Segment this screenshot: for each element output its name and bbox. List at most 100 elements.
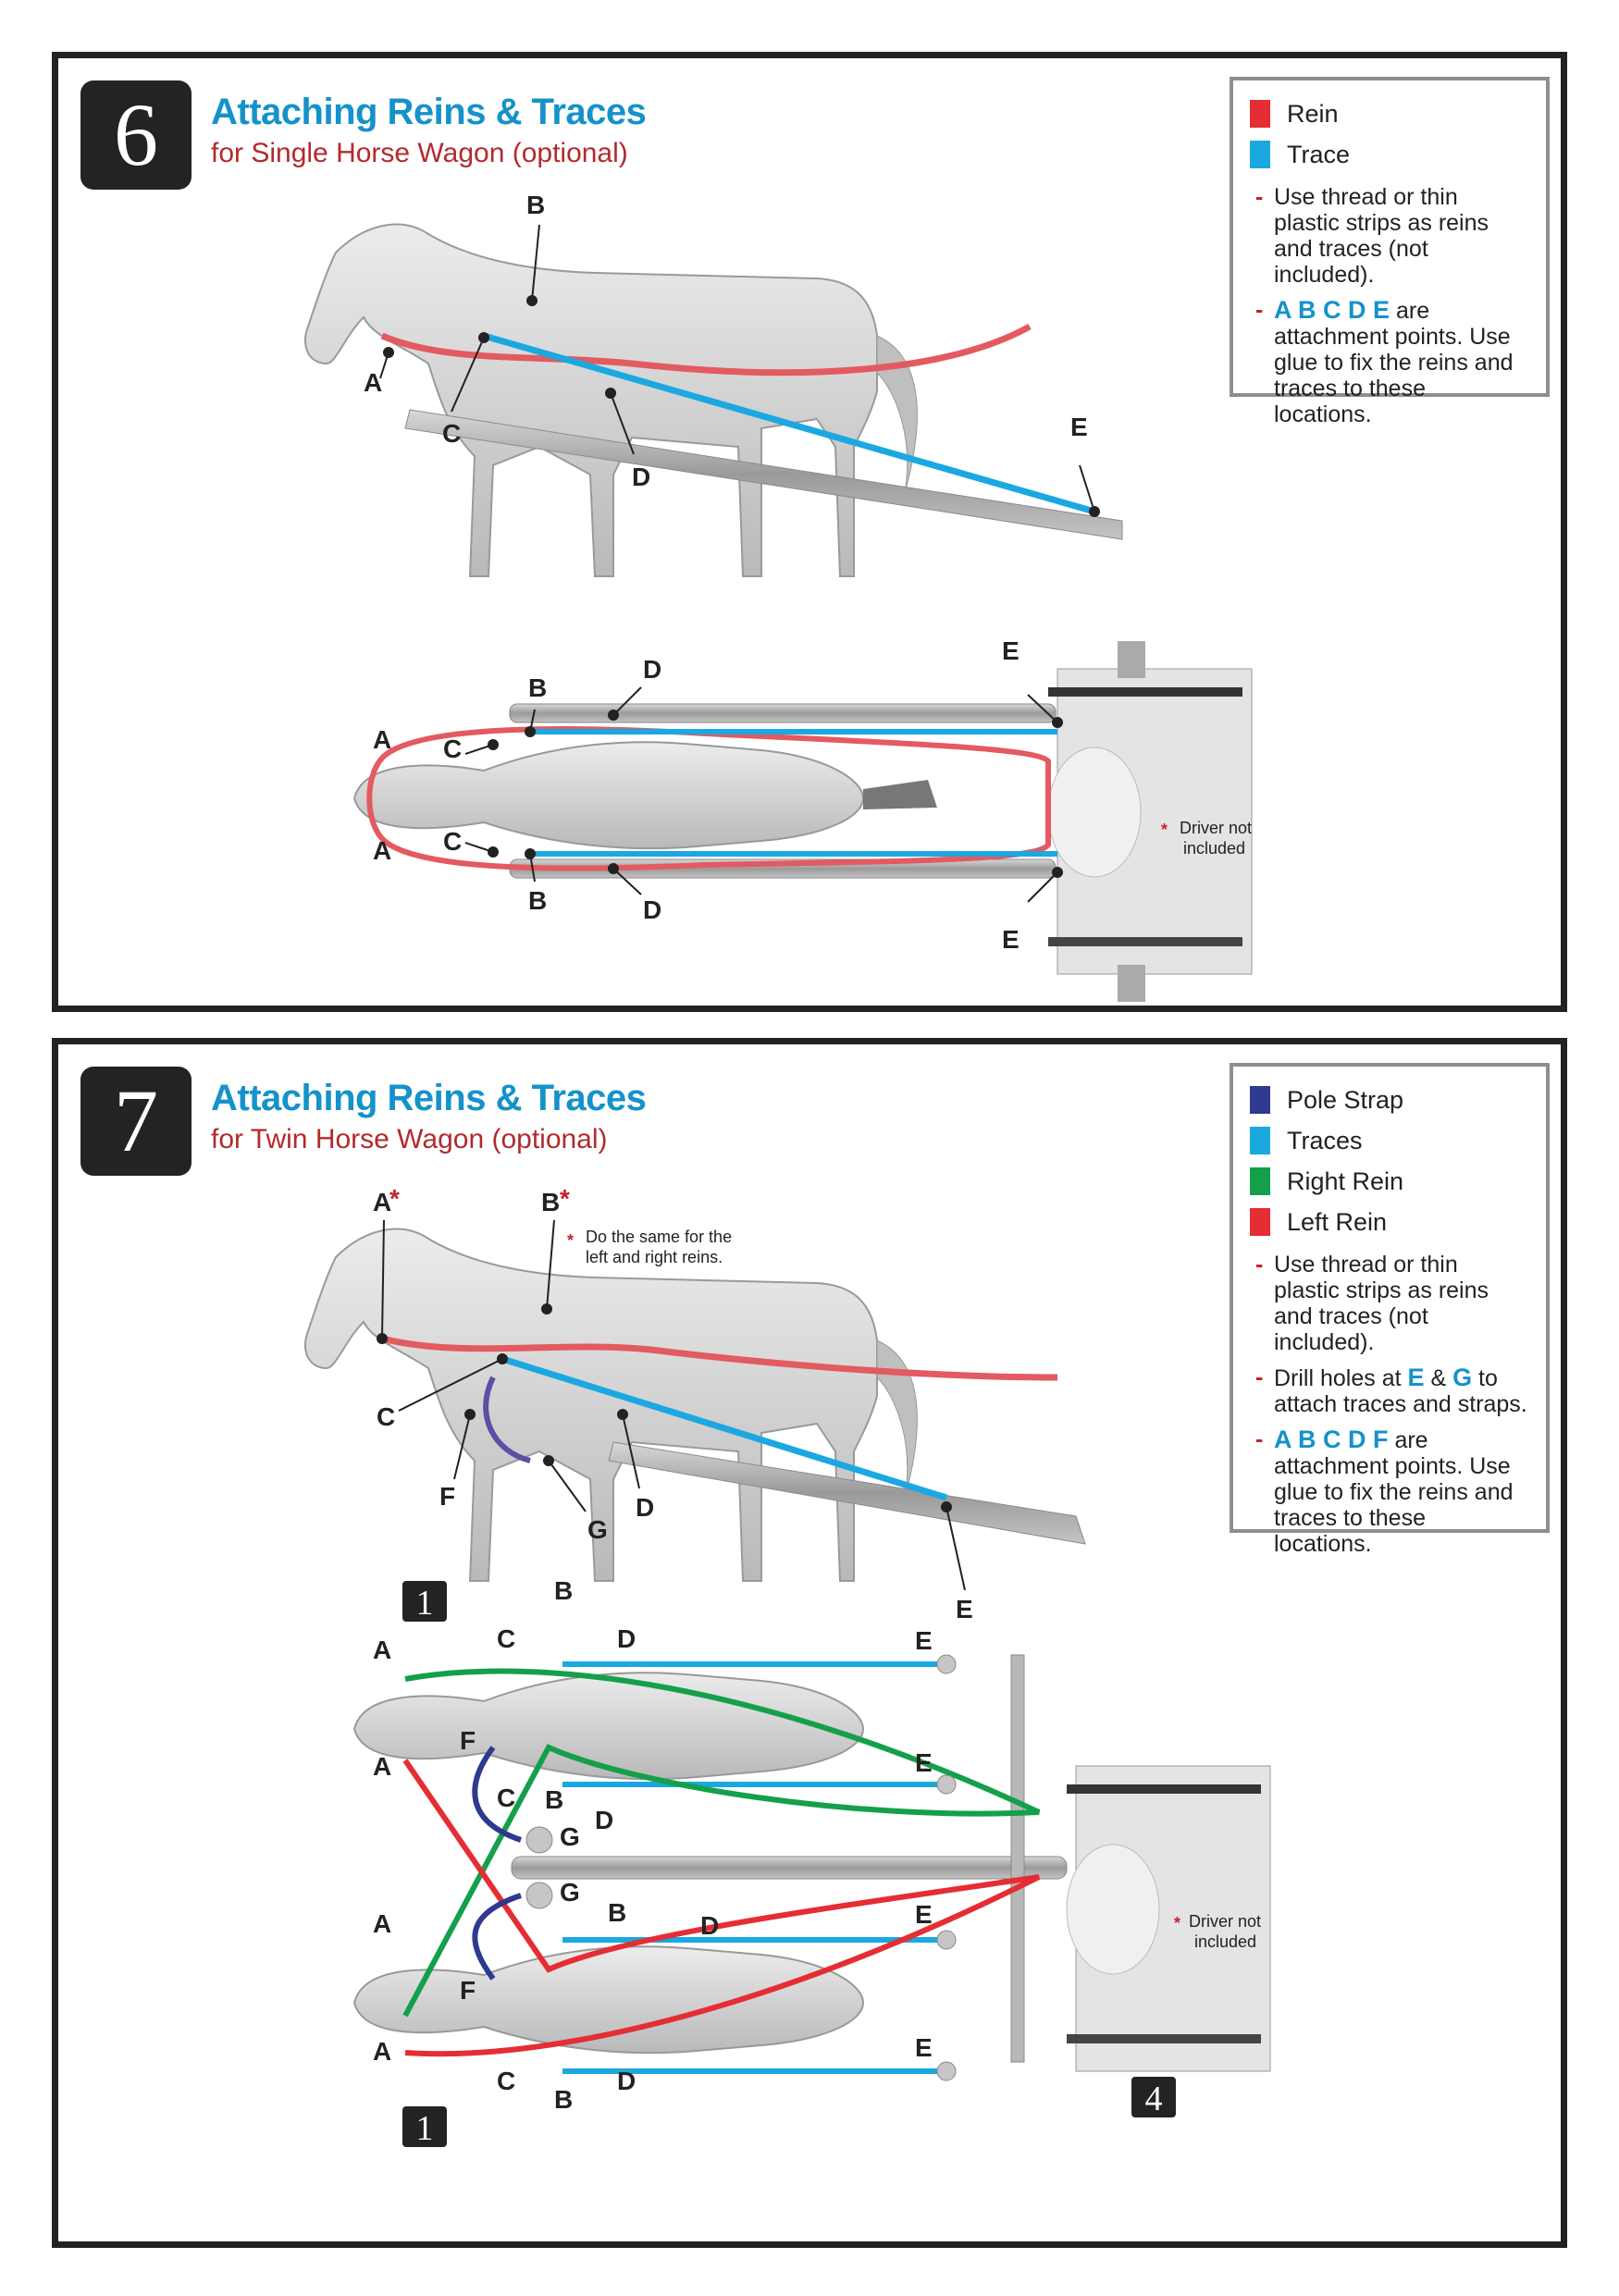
- label-d: D: [700, 1911, 719, 1940]
- step-number: 6: [80, 80, 192, 190]
- label-f: F: [439, 1482, 455, 1511]
- legend-item-pole-strap: Pole Strap: [1250, 1080, 1529, 1120]
- label-a: A: [373, 725, 391, 754]
- driver-note: included: [1183, 839, 1245, 858]
- label-a: A: [373, 2037, 391, 2066]
- label-a: A: [364, 368, 382, 397]
- step-subtitle: for Twin Horse Wagon (optional): [211, 1124, 608, 1154]
- legend-item-right-rein: Right Rein: [1250, 1161, 1529, 1202]
- label-d: D: [643, 655, 661, 684]
- legend-note: -Drill holes at E & G to attach traces a…: [1255, 1364, 1527, 1417]
- legend-note: -A B C D E are attachment points. Use gl…: [1255, 296, 1514, 427]
- label-e: E: [915, 2033, 933, 2062]
- label-b: B: [526, 191, 545, 219]
- step-6-diagram: A B C D E: [303, 191, 1253, 1002]
- asterisk: *: [1174, 1914, 1180, 1932]
- legend-note: -Use thread or thin plastic strips as re…: [1255, 184, 1489, 288]
- label-a: A: [373, 836, 391, 865]
- asterisk-note: Do the same for the: [586, 1228, 732, 1246]
- legend-item-left-rein: Left Rein: [1250, 1202, 1529, 1242]
- label-d: D: [636, 1493, 654, 1522]
- left-rein-swatch: [1250, 1208, 1270, 1236]
- label-c: C: [442, 419, 461, 448]
- label-b: B: [554, 2085, 573, 2114]
- wagon-front: [1066, 1765, 1271, 2072]
- label-c: C: [443, 734, 462, 763]
- asterisk: *: [389, 1184, 400, 1213]
- driver-note: Driver not: [1189, 1912, 1261, 1931]
- step-subtitle: for Single Horse Wagon (optional): [211, 138, 628, 168]
- label-c: C: [497, 2067, 515, 2095]
- traces-swatch: [1250, 1127, 1270, 1154]
- wagon-front: [1047, 641, 1253, 1002]
- label-b: B: [528, 886, 547, 915]
- horse-top-view-1: [352, 1672, 865, 1781]
- step-7-panel: 7 Attaching Reins & Traces for Twin Hors…: [52, 1038, 1567, 2248]
- label-d: D: [617, 1624, 636, 1653]
- legend-item-trace: Trace: [1250, 134, 1529, 175]
- label-c: C: [497, 1624, 515, 1653]
- label-g: G: [587, 1515, 608, 1544]
- label-a: A: [373, 1636, 391, 1664]
- legend: Pole Strap Traces Right Rein Left Rein -…: [1230, 1063, 1550, 1557]
- label-f: F: [460, 1726, 476, 1755]
- right-rein-swatch: [1250, 1167, 1270, 1195]
- label-a: A: [373, 1188, 391, 1216]
- step-title: Attaching Reins & Traces: [211, 1078, 647, 1118]
- label-e: E: [956, 1595, 973, 1623]
- legend-label: Trace: [1287, 140, 1351, 168]
- label-e: E: [915, 1748, 933, 1777]
- label-e: E: [915, 1900, 933, 1929]
- label-b: B: [608, 1898, 626, 1927]
- legend-item-rein: Rein: [1250, 93, 1529, 134]
- horse-top-view-2: [352, 1945, 865, 2055]
- asterisk: *: [567, 1231, 574, 1250]
- horse-top-view: [352, 703, 1057, 879]
- horse-side-view: [303, 1228, 918, 1582]
- label-e: E: [1070, 413, 1088, 441]
- asterisk: *: [1161, 821, 1168, 839]
- driver-note: included: [1194, 1932, 1256, 1951]
- legend-label: Left Rein: [1287, 1207, 1388, 1236]
- legend-label: Rein: [1287, 99, 1339, 128]
- label-b: B: [545, 1785, 563, 1814]
- legend-note: -A B C D F are attachment points. Use gl…: [1255, 1426, 1514, 1557]
- step-title: Attaching Reins & Traces: [211, 92, 647, 132]
- driver-note: Driver not: [1180, 819, 1252, 837]
- svg-text:1: 1: [416, 2109, 434, 2148]
- label-b: B: [541, 1188, 560, 1216]
- legend-note: -Use thread or thin plastic strips as re…: [1255, 1252, 1489, 1355]
- badge-1-top: 1: [402, 1581, 447, 1623]
- label-g: G: [560, 1878, 580, 1907]
- label-b: B: [528, 673, 547, 702]
- label-d: D: [632, 463, 650, 491]
- label-d: D: [643, 895, 661, 924]
- label-d: D: [595, 1806, 613, 1834]
- legend: Rein Trace -Use thread or thin plastic s…: [1230, 77, 1550, 427]
- rein-swatch: [1250, 100, 1270, 128]
- step-number: 7: [80, 1067, 192, 1176]
- label-c: C: [497, 1784, 515, 1812]
- svg-text:4: 4: [1145, 2080, 1163, 2118]
- label-c: C: [443, 827, 462, 856]
- legend-item-traces: Traces: [1250, 1120, 1529, 1161]
- trace-swatch: [1250, 141, 1270, 168]
- pole-strap-swatch: [1250, 1086, 1270, 1114]
- label-a: A: [373, 1909, 391, 1938]
- label-e: E: [1002, 636, 1020, 665]
- label-f: F: [460, 1976, 476, 2005]
- svg-text:1: 1: [416, 1584, 434, 1623]
- step-7-diagram: A * B * * Do the same for the left and r…: [303, 1184, 1271, 2148]
- legend-label: Traces: [1287, 1126, 1363, 1154]
- horse-side-view: [303, 223, 918, 577]
- step-6-panel: 6 Attaching Reins & Traces for Single Ho…: [52, 52, 1567, 1012]
- badge-1-bottom: 1: [402, 2106, 447, 2148]
- asterisk-note: left and right reins.: [586, 1248, 723, 1266]
- label-g: G: [560, 1822, 580, 1851]
- label-e: E: [1002, 925, 1020, 954]
- label-e: E: [915, 1626, 933, 1655]
- label-a: A: [373, 1752, 391, 1781]
- label-c: C: [377, 1402, 395, 1431]
- label-b: B: [554, 1576, 573, 1605]
- asterisk: *: [560, 1184, 570, 1213]
